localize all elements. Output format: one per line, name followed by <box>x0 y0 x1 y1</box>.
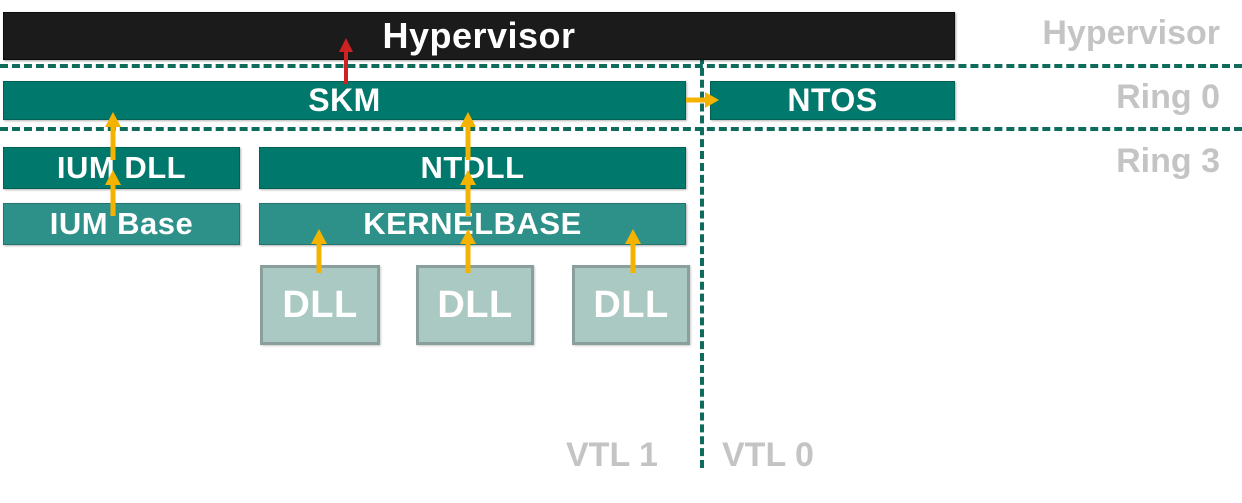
separator-ring0-ring3 <box>0 127 1242 131</box>
arrow-ium-dll-to-skm-icon <box>104 110 122 160</box>
label-vtl-1: VTL 1 <box>566 436 658 474</box>
arrow-skm-to-hypervisor-icon <box>337 36 355 84</box>
arrow-skm-to-ntos-icon <box>686 91 720 109</box>
box-ium-base[interactable]: IUM Base <box>3 203 240 245</box>
separator-vtl1-vtl0 <box>700 56 704 468</box>
box-dll-2[interactable]: DLL <box>416 265 534 345</box>
box-ium-dll[interactable]: IUM DLL <box>3 147 240 189</box>
box-dll-3[interactable]: DLL <box>572 265 690 345</box>
box-ntos[interactable]: NTOS <box>710 81 955 120</box>
box-dll-1[interactable]: DLL <box>260 265 380 345</box>
separator-hypervisor-ring0 <box>0 64 1242 68</box>
label-ring-3: Ring 3 <box>1116 142 1220 180</box>
arrow-dll-3-to-kernelbase-icon <box>624 227 642 273</box>
box-skm[interactable]: SKM <box>3 81 686 120</box>
box-hypervisor[interactable]: Hypervisor <box>3 12 955 60</box>
arrow-ium-base-to-ium-dll-icon <box>104 168 122 216</box>
label-hypervisor-ring: Hypervisor <box>1042 14 1220 52</box>
label-vtl-0: VTL 0 <box>722 436 814 474</box>
arrow-ntdll-to-skm-icon <box>459 110 477 160</box>
arrow-dll-2-to-kernelbase-icon <box>459 227 477 273</box>
arrow-kernelbase-to-ntdll-icon <box>459 168 477 216</box>
label-ring-0: Ring 0 <box>1116 78 1220 116</box>
arrow-dll-1-to-kernelbase-icon <box>310 227 328 273</box>
